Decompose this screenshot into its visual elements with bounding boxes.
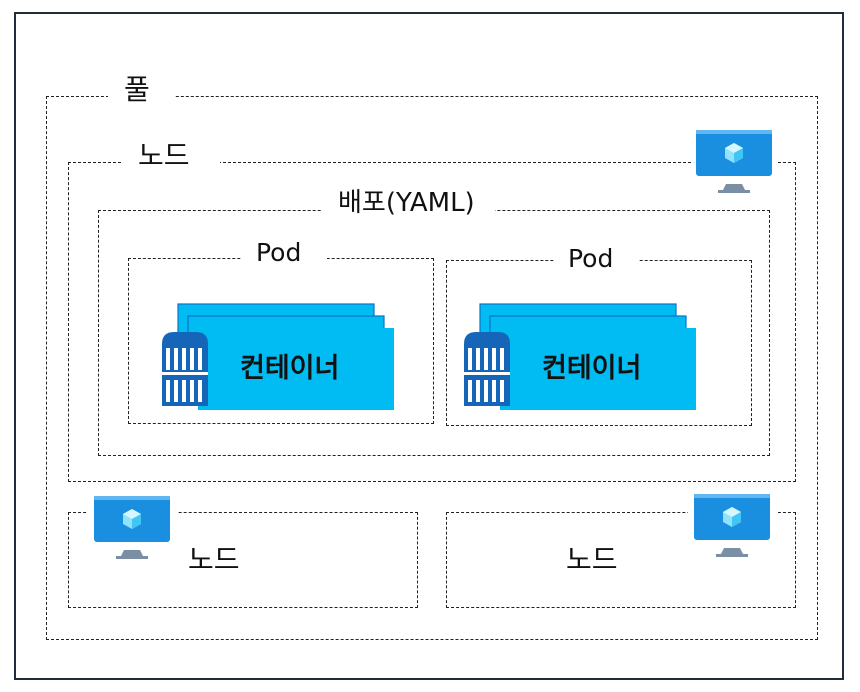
container-stack-icon <box>162 303 394 410</box>
container-stack-icon <box>464 303 696 410</box>
vm-monitor-icon <box>94 496 170 559</box>
node-top-box <box>68 162 796 482</box>
container-label: 컨테이너 <box>240 353 340 384</box>
deployment-label: 배포(YAML) <box>322 190 495 216</box>
container-label: 컨테이너 <box>542 353 642 384</box>
vm-monitor-icon <box>696 130 772 193</box>
node-box <box>446 512 796 608</box>
node-box <box>68 512 418 608</box>
pod-label: Pod <box>242 240 328 265</box>
diagram-frame: 풀 노드 배포(YAML) Pod <box>14 12 844 680</box>
node-label: 노드 <box>188 543 240 576</box>
vm-monitor-icon <box>694 494 770 557</box>
pool-label: 풀 <box>108 76 174 104</box>
node-top-label: 노드 <box>122 142 220 170</box>
node-label: 노드 <box>566 543 618 576</box>
pool-box <box>46 96 818 640</box>
pod-label: Pod <box>554 246 640 271</box>
